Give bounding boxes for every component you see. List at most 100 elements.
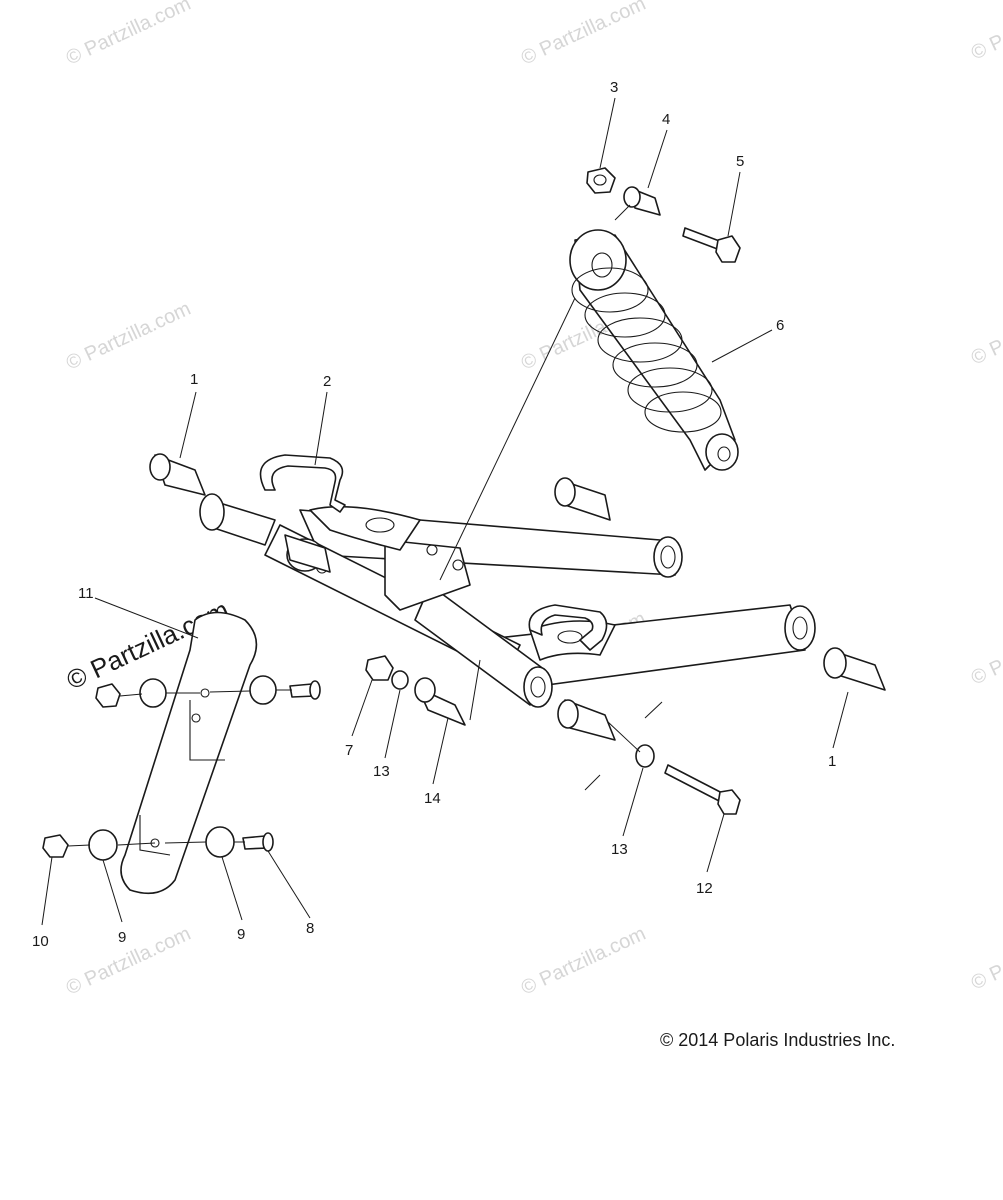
bushing (284, 534, 331, 573)
link-plate (120, 611, 258, 895)
watermark: © Partzilla.com (63, 0, 194, 70)
spring-coil (597, 317, 683, 363)
nut (95, 683, 121, 708)
callout-label: 13 (611, 841, 628, 858)
spring-coil (644, 391, 722, 433)
spacer-end (623, 186, 641, 208)
bolt-head (715, 235, 741, 263)
leader-line (711, 329, 773, 363)
callout-label: 3 (610, 79, 618, 96)
nut (365, 655, 394, 681)
leader-line (267, 850, 311, 919)
leader-line (67, 844, 91, 847)
callout-label: 1 (828, 753, 836, 770)
leader-line (584, 774, 601, 791)
callout-label: 7 (345, 742, 353, 759)
bushings (149, 453, 886, 741)
shock-absorber (569, 229, 739, 471)
copyright-notice: © 2014 Polaris Industries Inc. (660, 1030, 895, 1050)
lower-pivot-end (523, 666, 553, 708)
nut (586, 167, 616, 194)
leader-line (41, 856, 53, 926)
callout-label: 6 (776, 317, 784, 334)
callout-label: 13 (373, 763, 390, 780)
spring-coil (612, 342, 698, 388)
bolt-head (717, 789, 741, 815)
leader-line (647, 129, 668, 189)
link-plate-edge (139, 815, 171, 856)
front-arm-end (784, 605, 816, 651)
gusset-hole (365, 517, 395, 533)
leader-line (644, 701, 663, 719)
nut-hole (593, 174, 607, 186)
spring-coil (584, 292, 666, 338)
lower-pivot-tube (414, 584, 546, 706)
leader-line (221, 856, 243, 921)
bushing-end (149, 453, 171, 481)
leader-line (727, 171, 741, 237)
watermark: © Partzilla.com (518, 0, 649, 70)
leader-line (832, 691, 849, 749)
pin-head (262, 832, 274, 852)
leader-line (102, 859, 123, 923)
shock-top-eye (569, 229, 627, 291)
gusset-hole (557, 630, 583, 644)
watermark: © Partzilla.com (63, 923, 194, 1000)
leader-line (622, 767, 644, 837)
washer (139, 678, 167, 708)
callout-label: 11 (78, 585, 94, 602)
callout-label: 1 (190, 371, 198, 388)
shock-bottom-bore (717, 446, 731, 462)
watermark: © Partzilla.com (968, 0, 1003, 65)
leader-line (314, 391, 328, 466)
leader-line (351, 679, 373, 737)
leader-line (599, 97, 616, 169)
link-plate-edge (189, 700, 225, 761)
a-arm-assembly (199, 493, 816, 708)
callout-label: 4 (662, 111, 670, 128)
rear-arm-end (653, 536, 683, 578)
callout-label: 12 (696, 880, 713, 897)
loop-bracket-front (528, 604, 608, 651)
leader-line (384, 689, 401, 759)
loop-bracket (259, 454, 346, 513)
leader-line (439, 297, 576, 581)
washer (391, 670, 409, 690)
lower-pivot-bore (530, 676, 546, 698)
pin-head (309, 680, 321, 700)
leader-line (94, 597, 199, 639)
shock-top-bore (591, 252, 613, 278)
shock-mount-bracket (384, 539, 471, 611)
spring-coil (627, 367, 713, 413)
leader-line (119, 693, 143, 697)
callouts: 1 2 3 4 5 6 1 7 8 9 9 10 11 12 13 13 14 (32, 79, 836, 950)
watermark: © Partzilla.com (63, 298, 194, 375)
callout-label: 10 (32, 933, 49, 950)
front-pivot-end (199, 493, 225, 531)
sleeve-flange (414, 677, 436, 703)
leader-line (706, 813, 725, 873)
leader-line (209, 690, 251, 693)
callout-label: 9 (118, 929, 126, 946)
washer (635, 744, 655, 768)
front-arm-bore (792, 616, 808, 640)
watermark: © Partzilla.com (518, 923, 649, 1000)
washer (249, 675, 277, 705)
leader-line (164, 841, 207, 844)
watermark: © Partzilla.com (968, 613, 1003, 690)
leader-line (432, 717, 449, 785)
leader-line (614, 204, 631, 221)
link-hole (191, 713, 201, 723)
bracket-hole (426, 544, 438, 556)
watermark: © Partzilla.com (968, 918, 1003, 995)
leader-line (469, 659, 481, 721)
bushing-end (554, 477, 576, 507)
watermark: © Partzilla.com (968, 293, 1003, 370)
shock-bottom-eye (705, 433, 739, 471)
spring-coil (571, 267, 649, 313)
bushing-end (823, 647, 847, 679)
bracket-hole (452, 559, 464, 571)
callout-label: 8 (306, 920, 314, 937)
leader-line (117, 842, 156, 846)
